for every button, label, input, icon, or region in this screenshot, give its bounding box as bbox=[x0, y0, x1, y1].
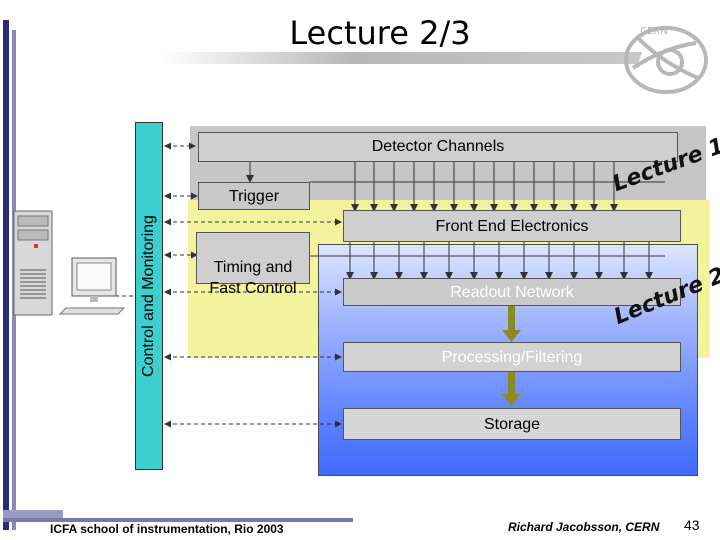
trigger-label: Trigger bbox=[228, 188, 280, 205]
processing-filtering-block: Processing/Filtering bbox=[343, 342, 681, 372]
footer-author: Richard Jacobsson, CERN bbox=[508, 520, 660, 534]
left-border-bar bbox=[3, 20, 9, 530]
slide-title: Lecture 2/3 bbox=[289, 14, 471, 52]
cern-logo-icon bbox=[624, 26, 708, 94]
readout-network-block: Readout Network bbox=[343, 278, 681, 306]
processing-filtering-label: Processing/Filtering bbox=[441, 349, 583, 366]
storage-label: Storage bbox=[483, 416, 541, 433]
storage-block: Storage bbox=[343, 408, 681, 440]
footer-line bbox=[3, 518, 353, 522]
workstation-icon bbox=[13, 210, 126, 316]
footer-school: ICFA school of instrumentation, Rio 2003 bbox=[50, 522, 284, 536]
front-end-electronics-block: Front End Electronics bbox=[343, 210, 681, 242]
timing-fast-control-label: Timing and Fast Control bbox=[209, 259, 297, 297]
cern-logo-text: CERN bbox=[640, 26, 668, 37]
detector-channels-label: Detector Channels bbox=[371, 138, 505, 155]
page-number: 43 bbox=[684, 517, 700, 533]
control-monitoring-bar: Control and Monitoring bbox=[135, 122, 163, 470]
control-monitoring-label: Control and Monitoring bbox=[140, 215, 157, 377]
detector-channels-block: Detector Channels bbox=[198, 132, 678, 162]
trigger-block: Trigger bbox=[198, 182, 310, 210]
front-end-electronics-label: Front End Electronics bbox=[435, 218, 589, 235]
timing-fast-control-block: Timing and Fast Control bbox=[196, 232, 310, 297]
readout-network-label: Readout Network bbox=[450, 284, 574, 301]
